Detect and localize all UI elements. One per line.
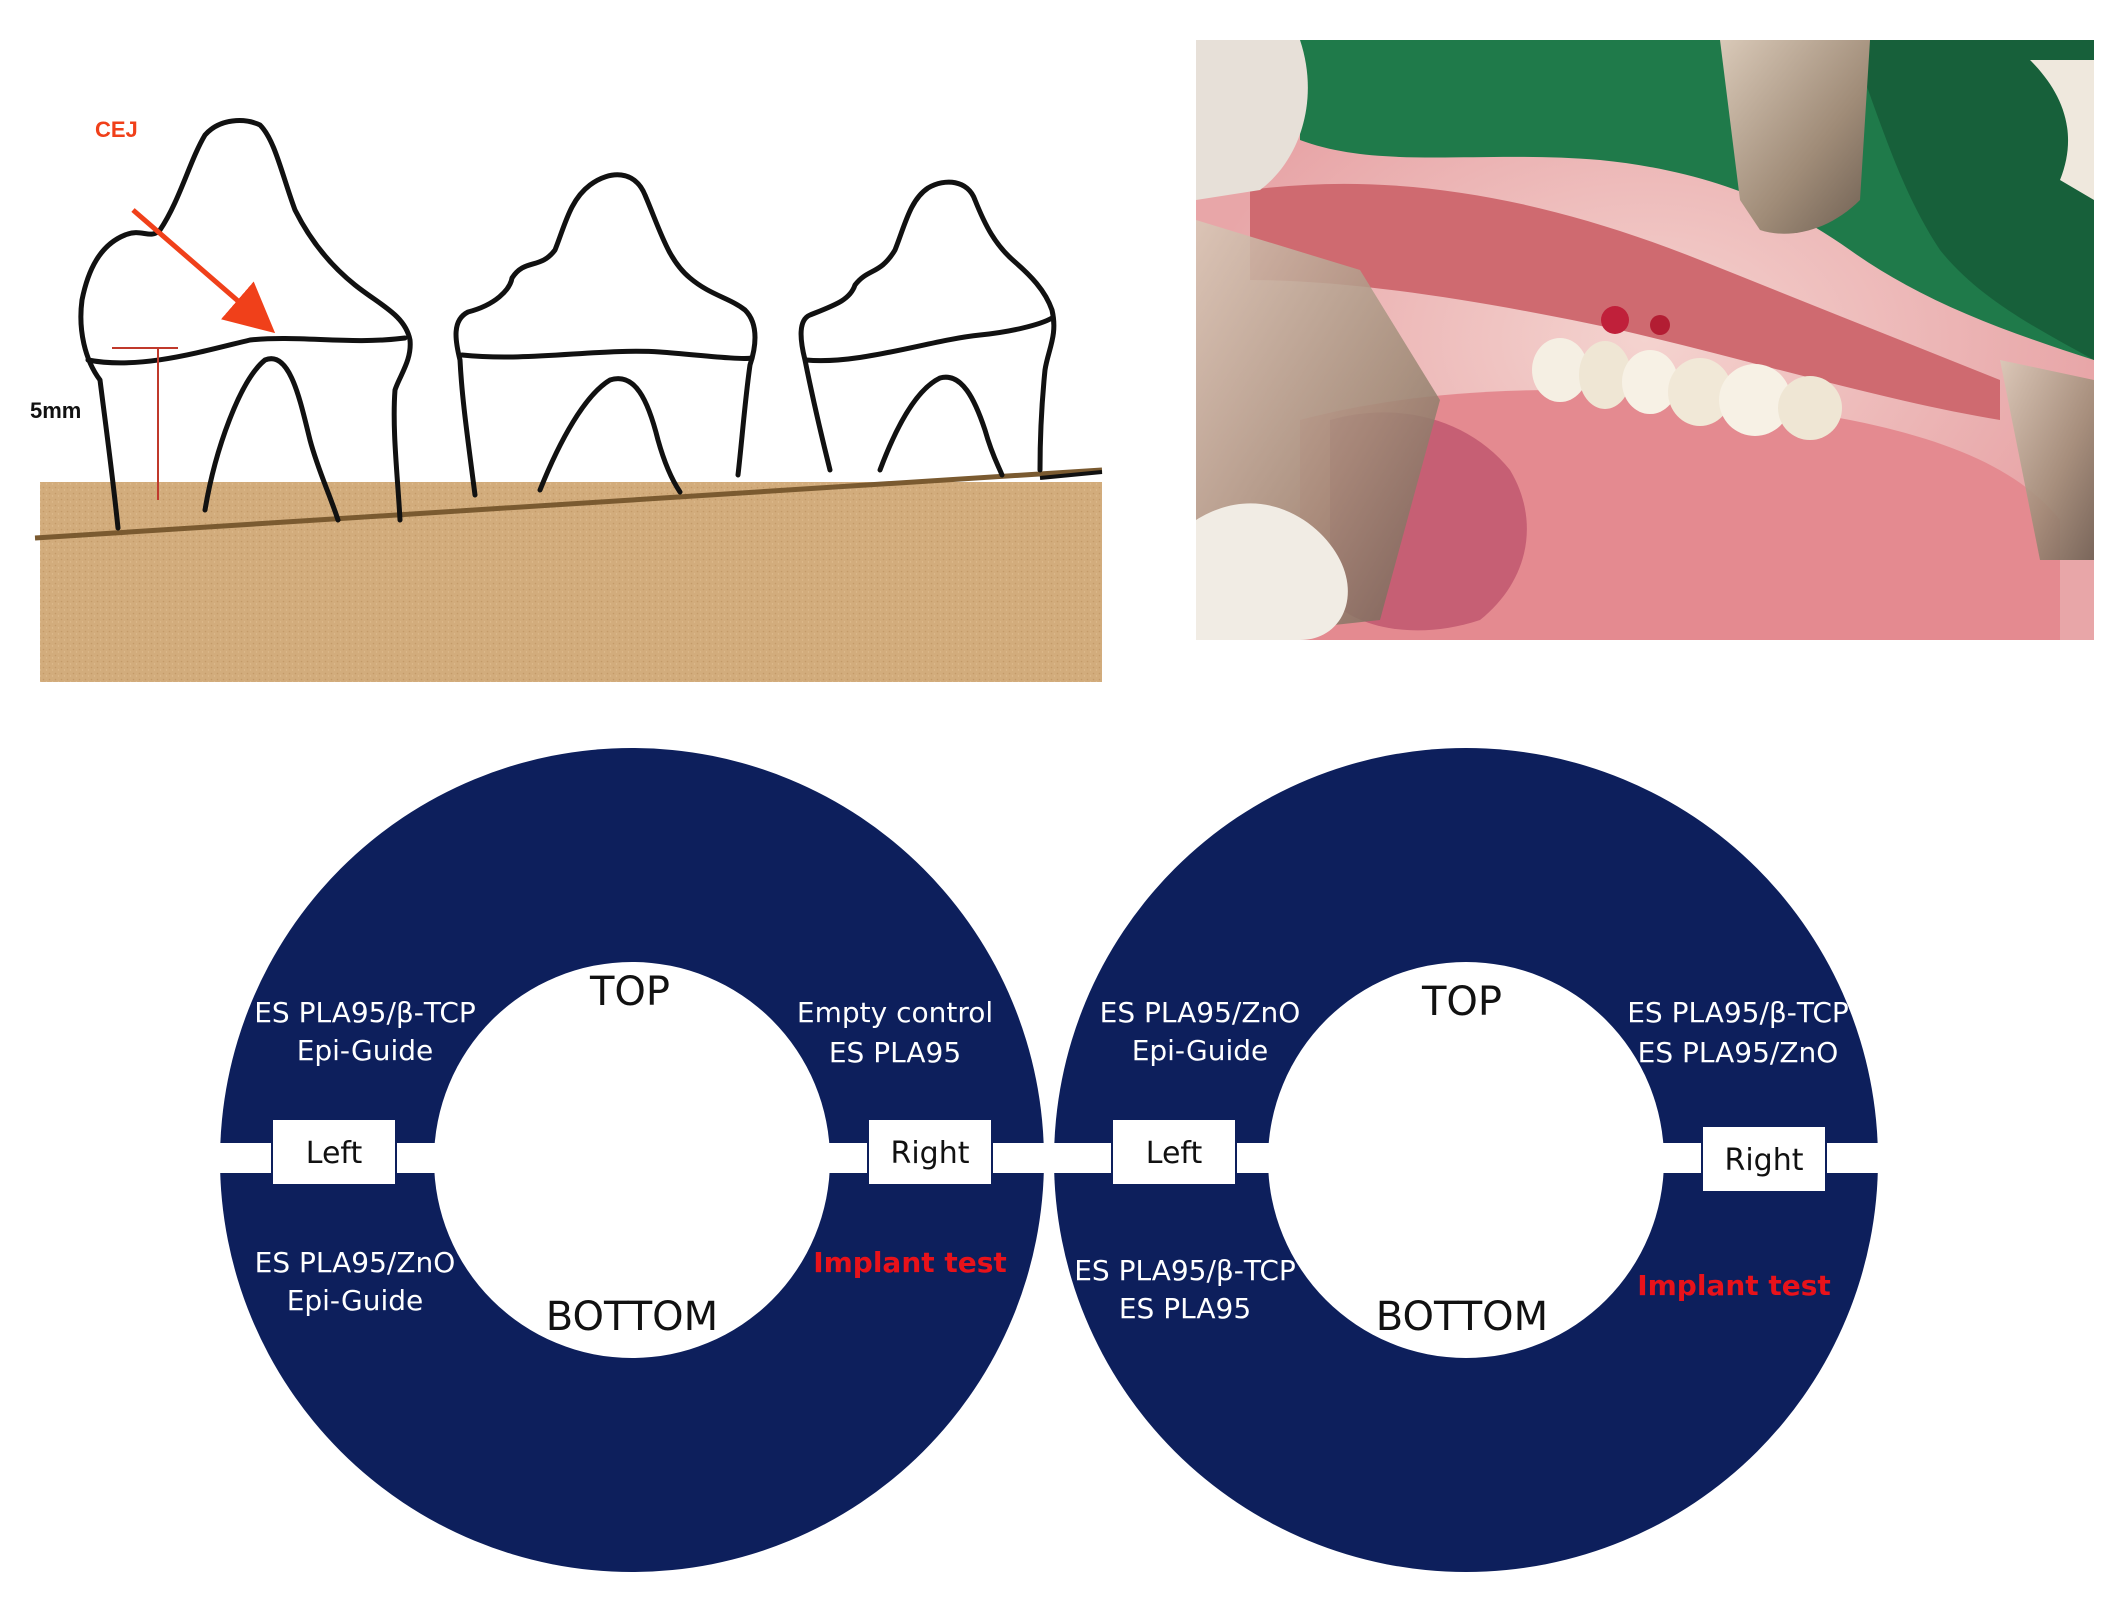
quadrant-upper-right-line1: ES PLA95/β-TCP bbox=[1627, 996, 1849, 1029]
surgical-photo bbox=[1196, 40, 2094, 640]
right-side-box bbox=[867, 1118, 993, 1186]
bone-base bbox=[40, 482, 1102, 682]
tooth-molar-1-cej bbox=[85, 335, 408, 366]
white-fur-right bbox=[2030, 60, 2094, 200]
tooth-molar-1 bbox=[78, 118, 413, 531]
quadrant-upper-left-line2: Epi-Guide bbox=[1132, 1034, 1269, 1067]
bottom-label: BOTTOM bbox=[1376, 1294, 1548, 1340]
quadrant-lower-left-line2: Epi-Guide bbox=[287, 1284, 424, 1317]
quadrant-upper-right-line2: ES PLA95/ZnO bbox=[1638, 1036, 1839, 1069]
quadrant-lower-left-line2: ES PLA95 bbox=[1119, 1292, 1251, 1325]
quadrant-upper-left-line2: Epi-Guide bbox=[297, 1034, 434, 1067]
quadrant-lower-right-line1: Implant test bbox=[813, 1246, 1007, 1279]
quadrant-upper-right-line2: ES PLA95 bbox=[829, 1036, 961, 1069]
quadrant-upper-left-line1: ES PLA95/β-TCP bbox=[254, 996, 476, 1029]
quadrant-lower-right-line1: Implant test bbox=[1637, 1269, 1831, 1302]
retractor-top bbox=[1720, 40, 1870, 234]
tooth-diagram: CEJ 5mm bbox=[30, 117, 1103, 682]
tooth-molar-2 bbox=[453, 172, 758, 498]
right-side-label: Right bbox=[891, 1136, 970, 1171]
gum-line-right bbox=[1039, 470, 1103, 480]
top-label: TOP bbox=[1421, 979, 1502, 1025]
green-drape-shade bbox=[1850, 40, 2094, 360]
left-side-label: Left bbox=[306, 1136, 363, 1171]
cej-arrow bbox=[131, 208, 276, 334]
exposed-teeth bbox=[1532, 306, 1842, 440]
quadrant-lower-left-line1: ES PLA95/ZnO bbox=[255, 1246, 456, 1279]
cej-label: CEJ bbox=[95, 117, 138, 142]
bottom-label: BOTTOM bbox=[546, 1294, 718, 1340]
white-fur-bottom bbox=[1196, 503, 1348, 640]
retractor-right bbox=[2000, 360, 2094, 560]
tooth-molar-3-root bbox=[877, 374, 1005, 478]
tooth-molar-3-cej bbox=[803, 315, 1055, 364]
layout-ring-right: Left Right TOP BOTTOM ES PLA95/ZnO Epi-G… bbox=[1052, 748, 1882, 1572]
gum-line bbox=[34, 467, 1103, 541]
tooth-molar-1-root bbox=[202, 356, 341, 523]
measure-label: 5mm bbox=[30, 398, 81, 423]
tooth-molar-2-root bbox=[537, 376, 683, 495]
quadrant-upper-left-line1: ES PLA95/ZnO bbox=[1100, 996, 1301, 1029]
quadrant-lower-left-line1: ES PLA95/β-TCP bbox=[1074, 1254, 1296, 1287]
upper-tissue bbox=[1250, 183, 2000, 420]
left-side-box bbox=[271, 1118, 397, 1186]
right-side-box bbox=[1701, 1125, 1827, 1193]
layout-ring-left: Left Right TOP BOTTOM ES PLA95/β-TCP Epi… bbox=[218, 748, 1048, 1572]
quadrant-upper-right-line1: Empty control bbox=[797, 996, 993, 1029]
white-fur-left bbox=[1196, 40, 1308, 200]
right-side-label: Right bbox=[1725, 1143, 1804, 1178]
left-side-label: Left bbox=[1146, 1136, 1203, 1171]
top-label: TOP bbox=[589, 969, 670, 1015]
tooth-molar-2-cej bbox=[459, 348, 755, 361]
tooth-molar-3 bbox=[798, 179, 1057, 473]
left-side-box bbox=[1111, 1118, 1237, 1186]
